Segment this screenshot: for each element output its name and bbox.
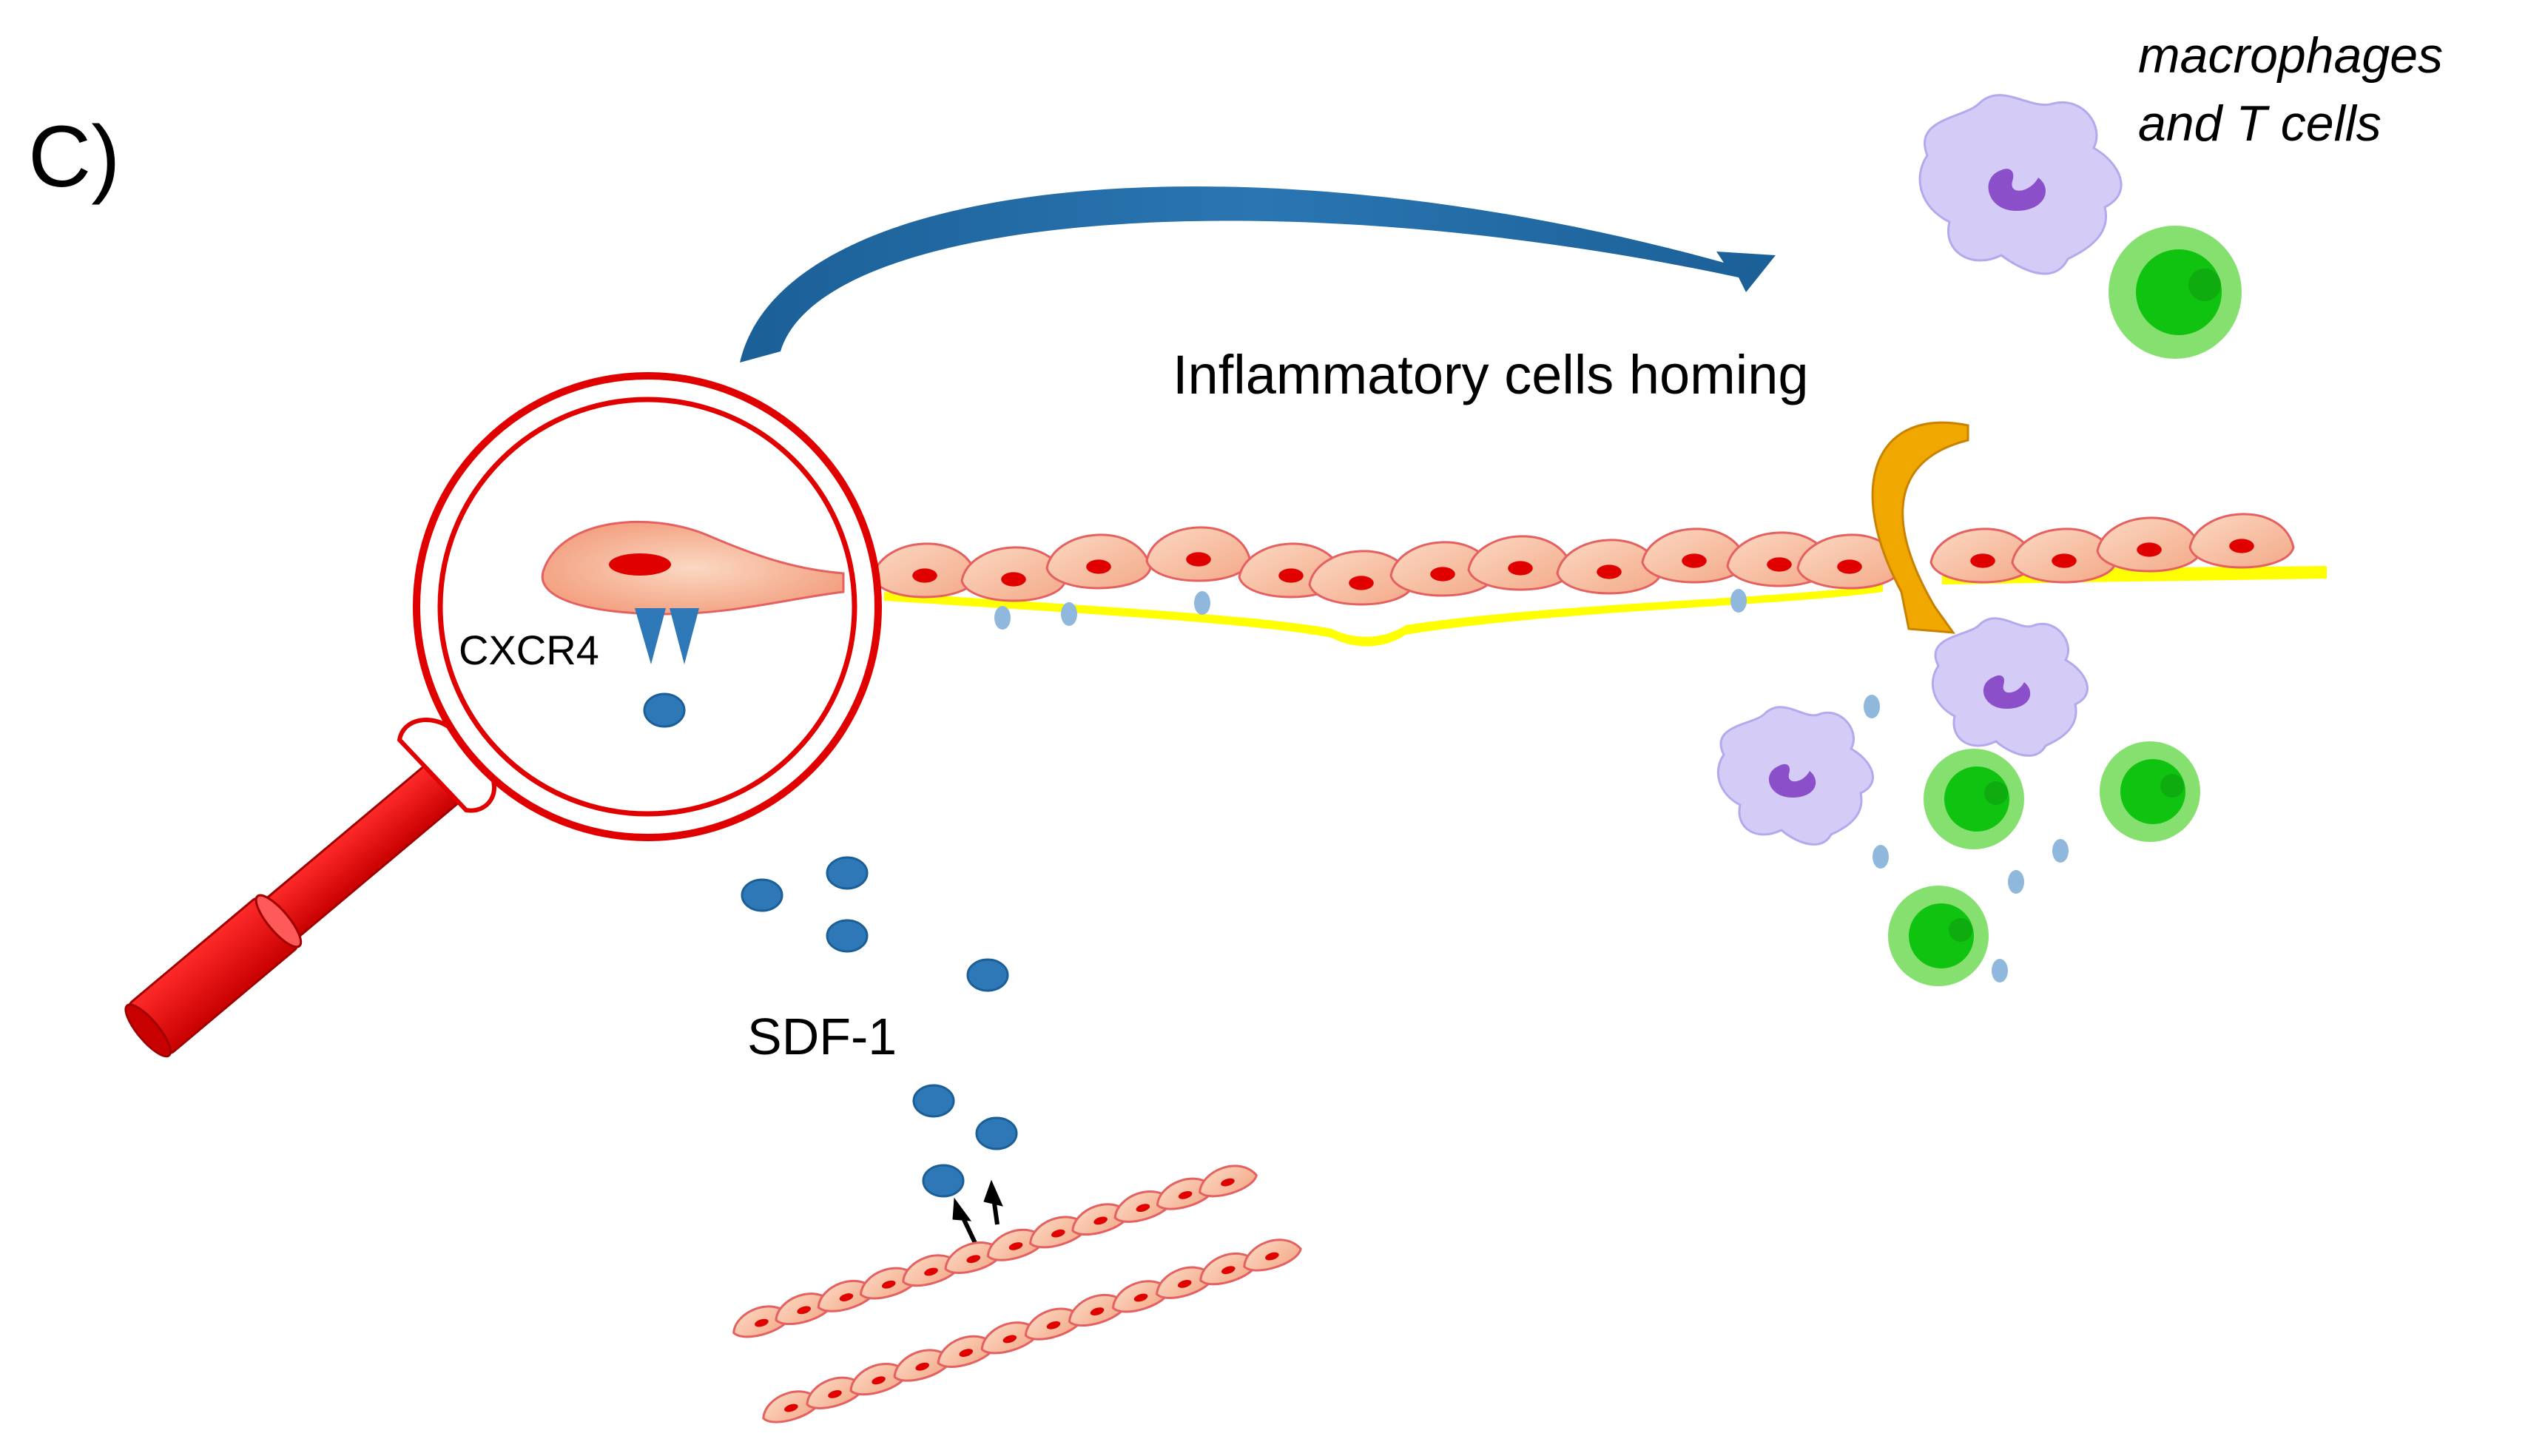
sdf1-molecule-icon (826, 856, 869, 890)
sdf1-molecule-icon (643, 692, 686, 728)
sdf1-molecule-icon (1730, 589, 1747, 613)
endothelial-cell-icon (1068, 1294, 1128, 1327)
cells-label-line1: macrophages (2138, 27, 2443, 84)
endothelial-cell-icon (872, 542, 978, 599)
endothelial-cell-icon (1156, 1177, 1216, 1210)
cxcr4-receptor (635, 608, 699, 664)
curved-arrow-icon (1871, 421, 1969, 634)
sdf1-molecule-icon (1864, 695, 1880, 718)
endothelial-cell-icon (2011, 528, 2117, 584)
transmigration-arrow (1871, 421, 1969, 634)
sdf1-molecule-icon (826, 919, 869, 953)
endothelial-cell-icon (2188, 513, 2295, 569)
cells-label-line2: and T cells (2138, 95, 2382, 152)
endothelial-cell-icon (1045, 533, 1152, 590)
endothelial-cell-icon (1929, 528, 2036, 584)
endothelial-cell-icon (2096, 516, 2202, 573)
endothelial-cell-icon (1243, 1238, 1302, 1272)
panel-label: C) (28, 108, 121, 206)
homing-label: Inflammatory cells homing (1173, 344, 1809, 405)
endothelial-cell-icon (762, 1390, 821, 1423)
macrophage-icon (1918, 94, 2123, 275)
fibroblast-strand (762, 1238, 1302, 1423)
sdf1-molecule-icon (1873, 845, 1889, 869)
curved-arrow-icon (740, 186, 1776, 363)
sdf1-molecule-icon (975, 1116, 1018, 1150)
sdf1-molecules (741, 856, 1018, 1198)
sdf1-molecule-icon (994, 606, 1011, 630)
sdf1-molecule-icon (741, 878, 783, 912)
fibroblast-strand (732, 1165, 1258, 1338)
homing-arrow (740, 186, 1776, 363)
magnifying-glass-icon (124, 372, 882, 1058)
sdf1-molecule-icon (2052, 839, 2069, 863)
endothelial-cell-icon (1145, 526, 1252, 582)
sdf1-molecule-icon (1194, 591, 1210, 615)
endothelial-cell-icon (541, 520, 845, 616)
sdf1-small-droplets (994, 589, 2069, 983)
chemokine-label: SDF-1 (747, 1008, 897, 1065)
receptor-label: CXCR4 (459, 627, 599, 673)
endothelial-cell-icon (1156, 1266, 1215, 1299)
t-cell-icon (1888, 886, 1989, 986)
macrophage-icon (1931, 617, 2089, 757)
t-cell-icon (2100, 741, 2200, 842)
sdf1-molecule-icon (2008, 870, 2024, 894)
sdf1-molecule-icon (912, 1084, 955, 1118)
endothelial-cell-icon (1308, 550, 1415, 606)
endothelial-cell-icon (1199, 1165, 1258, 1198)
macrophage-icon (1716, 706, 1874, 846)
sdf1-molecule-icon (922, 1164, 965, 1198)
secretion-arrows (952, 1179, 1003, 1244)
endothelial-cell-icon (1467, 535, 1574, 591)
sdf1-molecule-icon (966, 958, 1009, 992)
endothelium-layer (872, 513, 2327, 647)
sdf1-molecule-icon (1992, 959, 2008, 983)
endothelial-cell-icon (960, 546, 1067, 602)
t-cell-icon (2109, 226, 2242, 359)
sdf1-molecule-icon (1061, 602, 1077, 626)
t-cell-icon (1924, 749, 2024, 849)
